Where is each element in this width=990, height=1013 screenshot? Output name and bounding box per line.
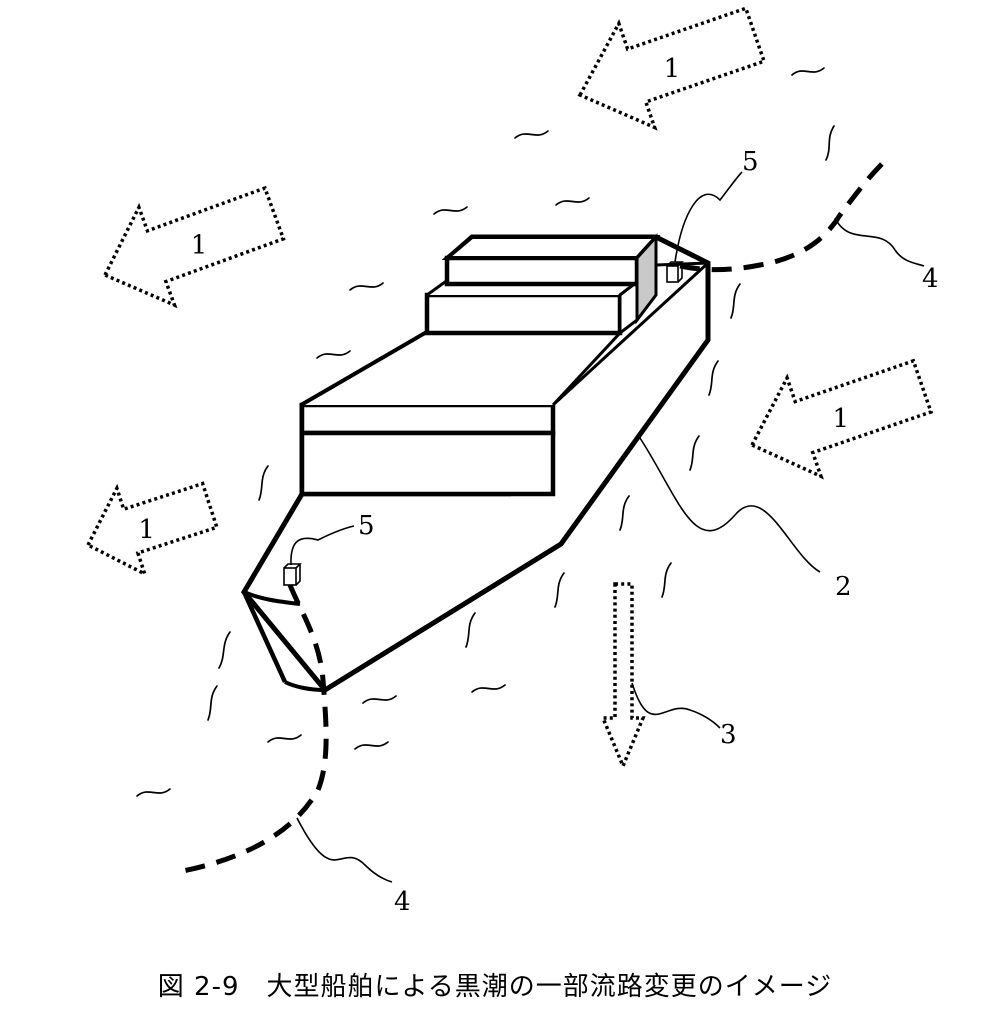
sensor-bow bbox=[283, 563, 302, 586]
ship-label: 2 bbox=[835, 572, 852, 602]
path-label: 4 bbox=[394, 887, 411, 917]
figure-caption: 図 2-9 大型船舶による黒潮の一部流路変更のイメージ bbox=[157, 972, 833, 1002]
current-arrow-top: 1 bbox=[577, 6, 767, 131]
water-waves bbox=[136, 67, 835, 797]
current-path-bow bbox=[177, 584, 329, 875]
current-label: 1 bbox=[664, 54, 681, 84]
leader-lines bbox=[290, 171, 925, 883]
current-label: 1 bbox=[832, 404, 849, 434]
ship bbox=[240, 233, 711, 694]
path-label: 4 bbox=[922, 264, 939, 294]
flow-arrow-down bbox=[600, 582, 646, 771]
current-path-stern bbox=[679, 156, 890, 273]
ship-front-block bbox=[299, 331, 624, 497]
current-label: 1 bbox=[191, 230, 208, 260]
ship-container-stack bbox=[424, 233, 661, 337]
current-arrow-left-upper: 1 bbox=[102, 185, 286, 309]
current-arrow-left-lower: 1 bbox=[85, 481, 220, 578]
current-label: 1 bbox=[138, 515, 155, 545]
current-arrow-right: 1 bbox=[749, 358, 934, 480]
sensor-label: 5 bbox=[358, 511, 375, 541]
flow-label: 3 bbox=[720, 720, 737, 750]
sensor-label: 5 bbox=[742, 147, 759, 177]
